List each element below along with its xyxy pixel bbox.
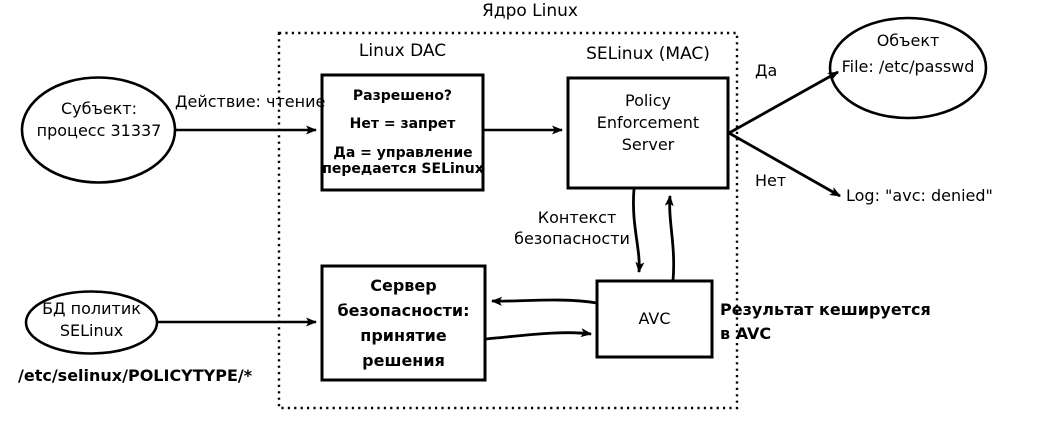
edge-label-no: Нет [755, 171, 787, 190]
cache-note-line2: в AVC [720, 324, 772, 343]
security-server-box [320, 264, 487, 382]
policy-db-label-line1: БД политик [42, 299, 141, 318]
linux-dac-line1: Разрешено? [352, 88, 453, 104]
avc-label: AVC [638, 309, 671, 328]
log-label: Log: "avc: denied" [846, 186, 993, 205]
arrow-avc-to-pes-up [664, 195, 676, 282]
linux-dac-line3: Да = управление [333, 145, 473, 161]
object-label-line1: Объект [876, 31, 940, 50]
linux-dac-box [320, 73, 485, 192]
subject-label-line1: Субъект: [60, 99, 138, 118]
arrow-pes-to-log-no [728, 131, 841, 198]
security-server-line3: принятие [360, 326, 447, 345]
security-server-line1: Сервер [370, 276, 437, 295]
selinux-mac-title: SELinux (MAC) [586, 44, 710, 64]
arrow-avc-to-security-server [491, 296, 598, 306]
security-server-line2: безопасности: [337, 301, 470, 320]
policy-db-path-caption: /etc/selinux/POLICYTYPE/* [18, 366, 253, 385]
security-server-line4: решения [362, 351, 445, 370]
linux-dac-title: Linux DAC [358, 41, 447, 61]
pes-line2: Enforcement [596, 113, 700, 132]
kernel-boundary-rect [277, 31, 739, 410]
kernel-title: Ядро Linux [482, 1, 578, 21]
avc-box [595, 279, 714, 359]
edge-label-context-line2: безопасности [514, 229, 630, 248]
linux-dac-line4: передается SELinux [322, 161, 484, 177]
edge-label-yes: Да [755, 61, 778, 80]
policy-enforcement-server-box [566, 76, 730, 190]
object-label-line2: File: /etc/passwd [841, 57, 975, 76]
edge-label-context-line1: Контекст [537, 208, 617, 227]
object-ellipse [828, 16, 988, 120]
arrow-security-server-to-avc [484, 328, 592, 341]
pes-line3: Server [621, 135, 675, 154]
subject-label-line2: процесс 31337 [36, 121, 162, 140]
policy-db-label-line2: SELinux [59, 321, 124, 340]
arrow-pes-to-object-yes [728, 70, 839, 135]
arrow-pes-to-avc-down [632, 188, 645, 273]
pes-line1: Policy [624, 91, 672, 110]
edge-label-action: Действие: чтение [175, 92, 326, 111]
cache-note-line1: Результат кешируется [720, 300, 931, 319]
linux-dac-line2: Нет = запрет [349, 116, 456, 132]
